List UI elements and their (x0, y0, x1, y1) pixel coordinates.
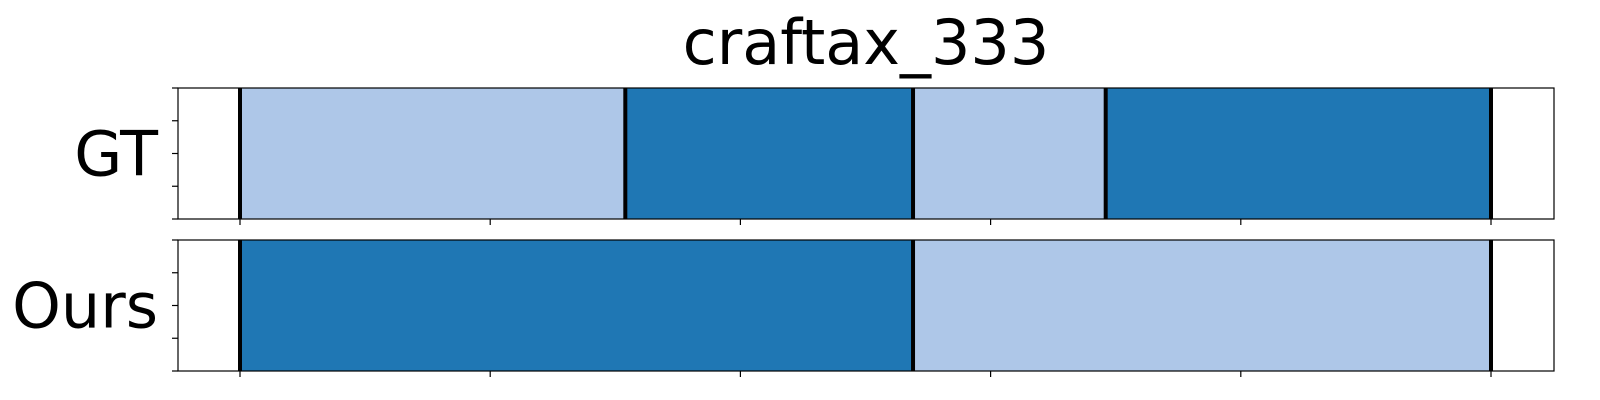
segment-gt-3 (1105, 88, 1491, 219)
row-ours: Ours (12, 239, 1555, 377)
segment-gt-1 (625, 88, 914, 219)
chart-title: craftax_333 (683, 6, 1050, 79)
row-label-gt: GT (74, 118, 159, 191)
row-gt: GT (74, 87, 1555, 225)
row-label-ours: Ours (12, 270, 158, 343)
segment-ours-0 (240, 240, 914, 371)
segment-gt-2 (913, 88, 1106, 219)
segment-ours-1 (913, 240, 1491, 371)
segment-gt-0 (240, 88, 626, 219)
rows-group: GT Ours (12, 87, 1555, 377)
